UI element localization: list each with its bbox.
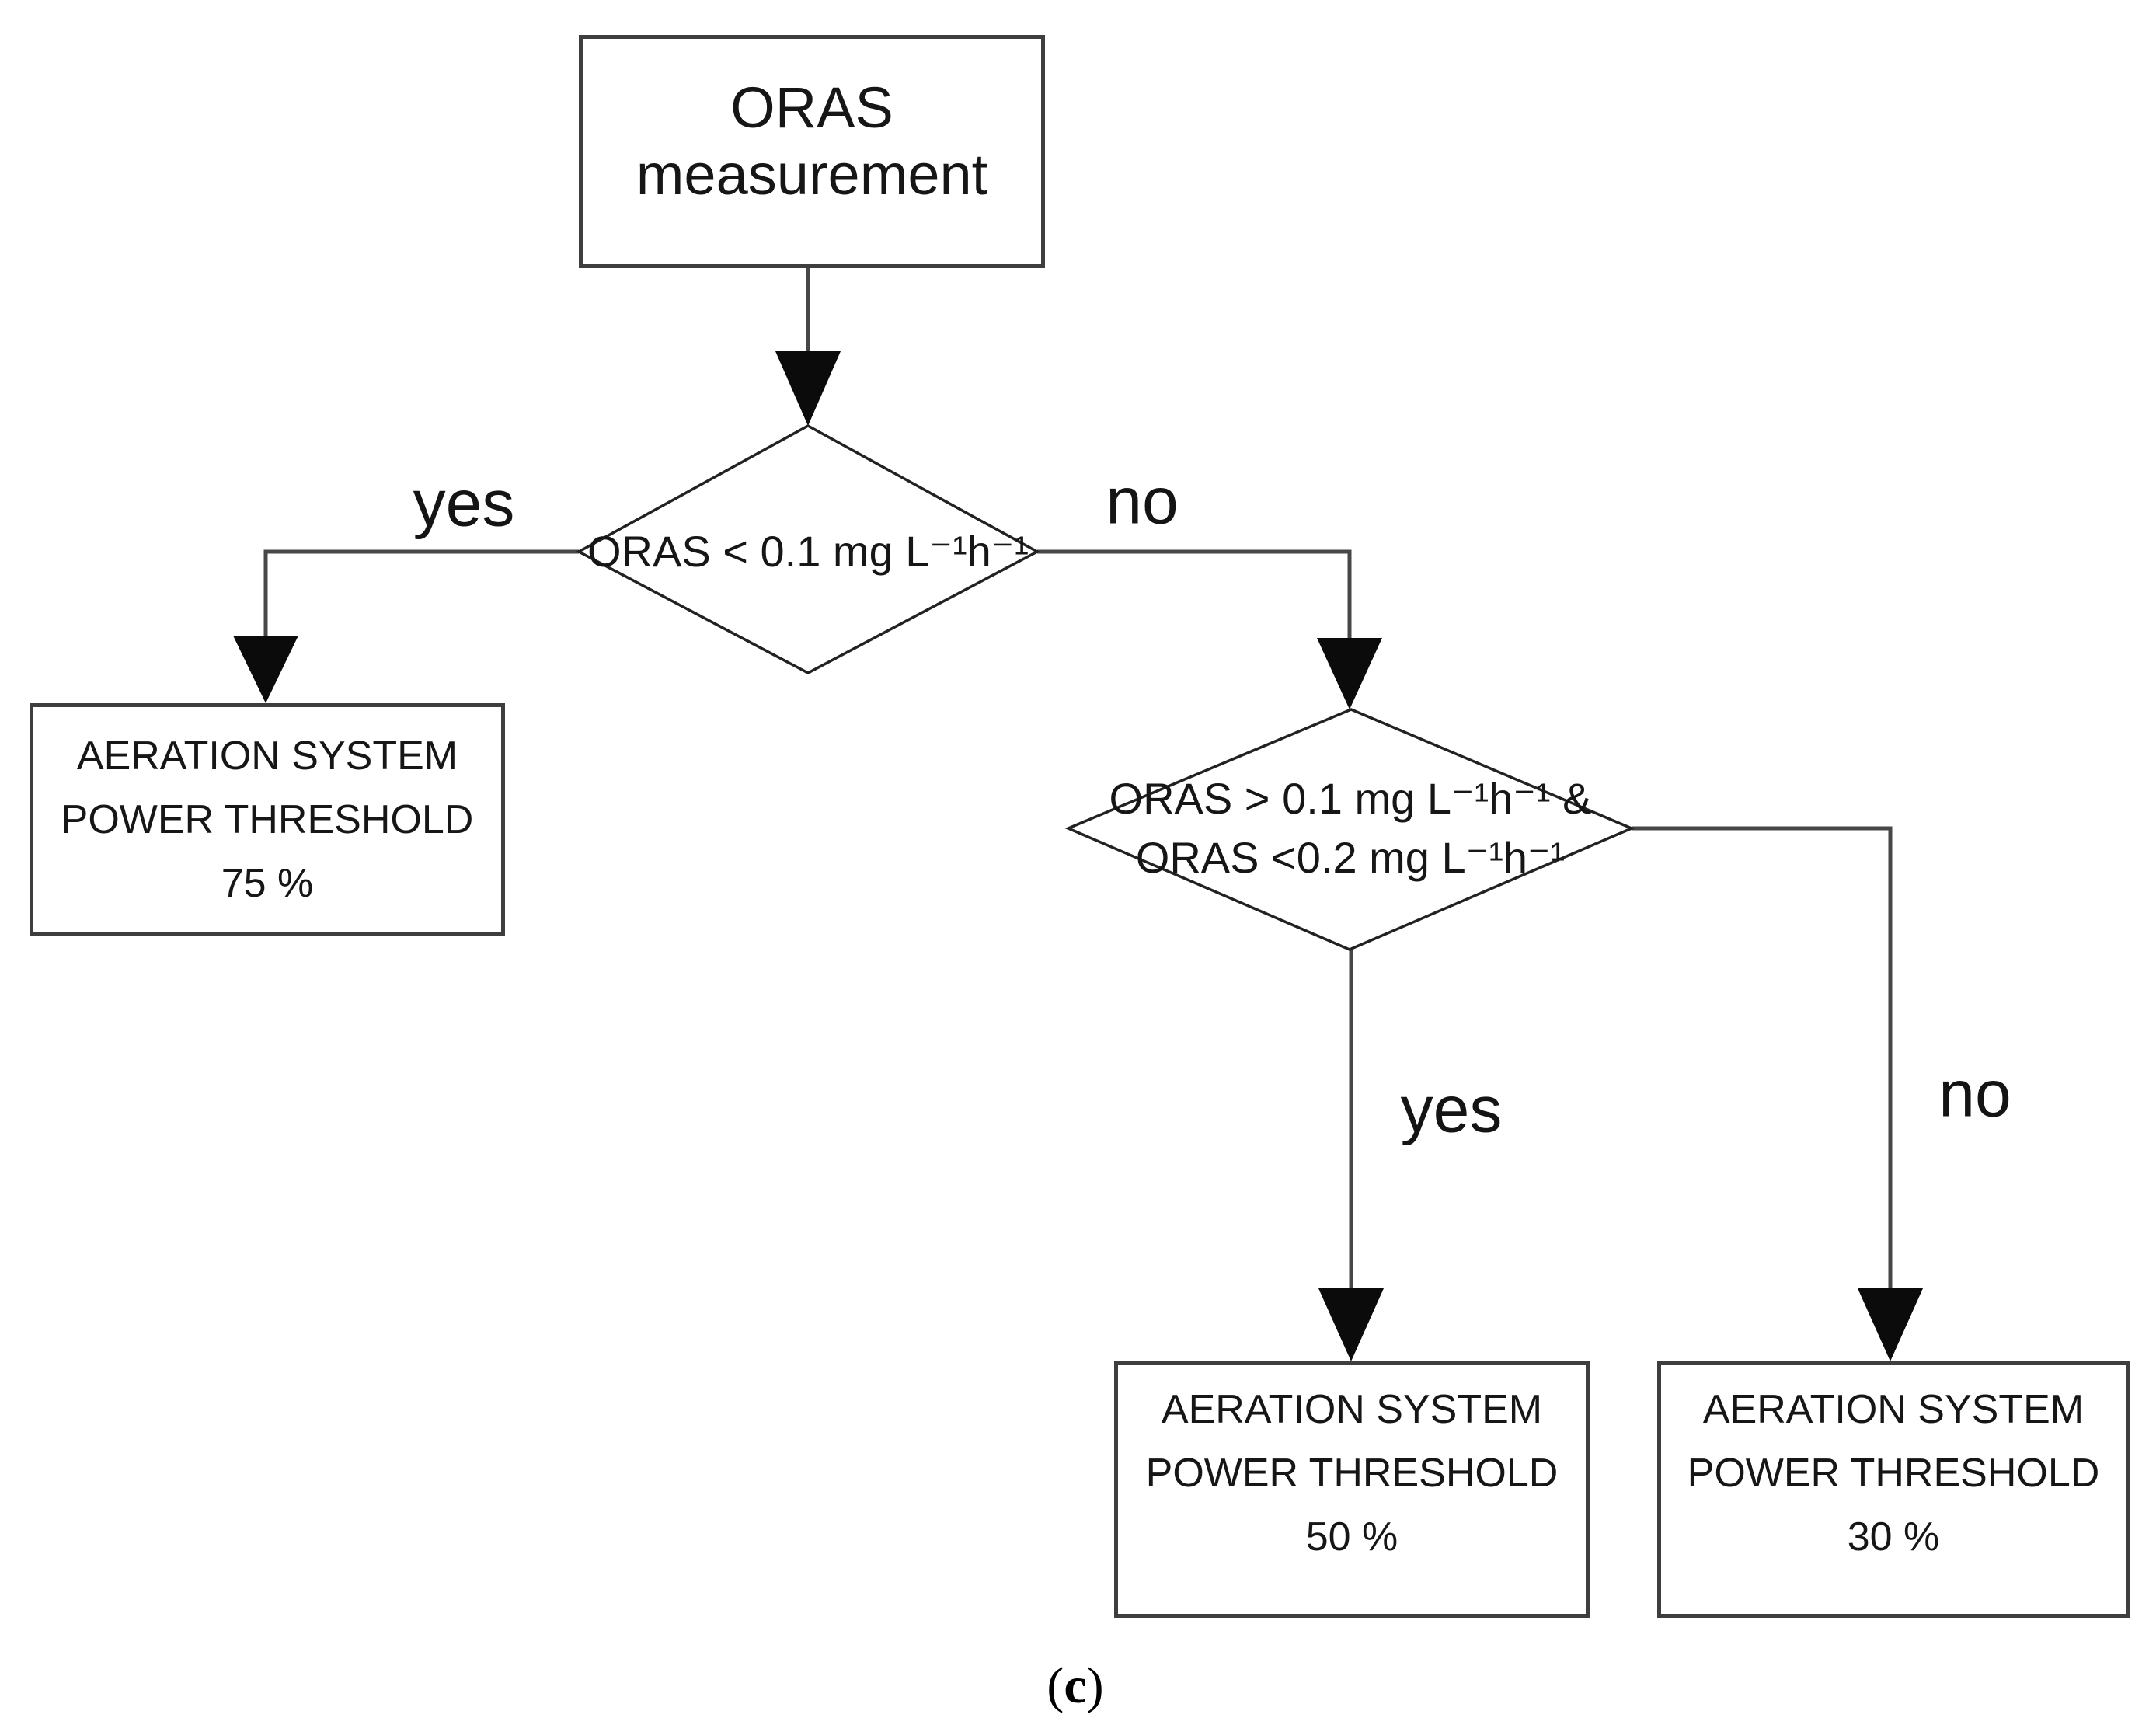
outcome-node-threshold-30: AERATION SYSTEM POWER THRESHOLD 30 % <box>1657 1361 2130 1618</box>
decision2-diamond <box>1064 708 1635 951</box>
outcome-75-value: 75 % <box>221 861 314 906</box>
connector-decision1-yes <box>263 549 579 637</box>
outcome-75-line: POWER THRESHOLD <box>61 797 474 842</box>
start-node-oras-measurement: ORAS measurement <box>579 35 1045 268</box>
outcome-30-value: 30 % <box>1847 1514 1940 1559</box>
outcome-50-value: 50 % <box>1305 1514 1398 1559</box>
connector-decision2-no <box>1632 826 1893 1290</box>
connector-decision1-no <box>1037 549 1352 639</box>
start-node-line: measurement <box>636 142 988 207</box>
decision1-yes-label: yes <box>413 466 515 540</box>
arrowhead-start-to-decision1 <box>775 351 841 426</box>
outcome-50-line: POWER THRESHOLD <box>1145 1451 1559 1496</box>
outcome-75-line: AERATION SYSTEM <box>76 734 458 779</box>
arrowhead-decision2-yes <box>1318 1288 1384 1361</box>
caption-letter: c <box>1064 1657 1087 1714</box>
start-node-line: ORAS <box>730 75 893 140</box>
arrowhead-decision2-no <box>1858 1288 1923 1361</box>
decision2-yes-label: yes <box>1400 1072 1503 1146</box>
arrowhead-decision1-no <box>1317 638 1382 709</box>
outcome-node-threshold-75: AERATION SYSTEM POWER THRESHOLD 75 % <box>30 703 505 936</box>
decision2-no-label: no <box>1938 1057 2011 1131</box>
outcome-30-line: POWER THRESHOLD <box>1687 1451 2100 1496</box>
caption-open-paren: ( <box>1047 1657 1064 1714</box>
decision1-diamond <box>576 424 1040 674</box>
outcome-50-line: AERATION SYSTEM <box>1161 1387 1543 1432</box>
caption-close-paren: ) <box>1086 1657 1104 1714</box>
arrowhead-decision1-yes <box>233 636 298 703</box>
decision1-no-label: no <box>1106 464 1179 538</box>
outcome-node-threshold-50: AERATION SYSTEM POWER THRESHOLD 50 % <box>1114 1361 1590 1618</box>
subfigure-caption: (c) <box>1047 1657 1103 1716</box>
outcome-30-line: AERATION SYSTEM <box>1702 1387 2085 1432</box>
